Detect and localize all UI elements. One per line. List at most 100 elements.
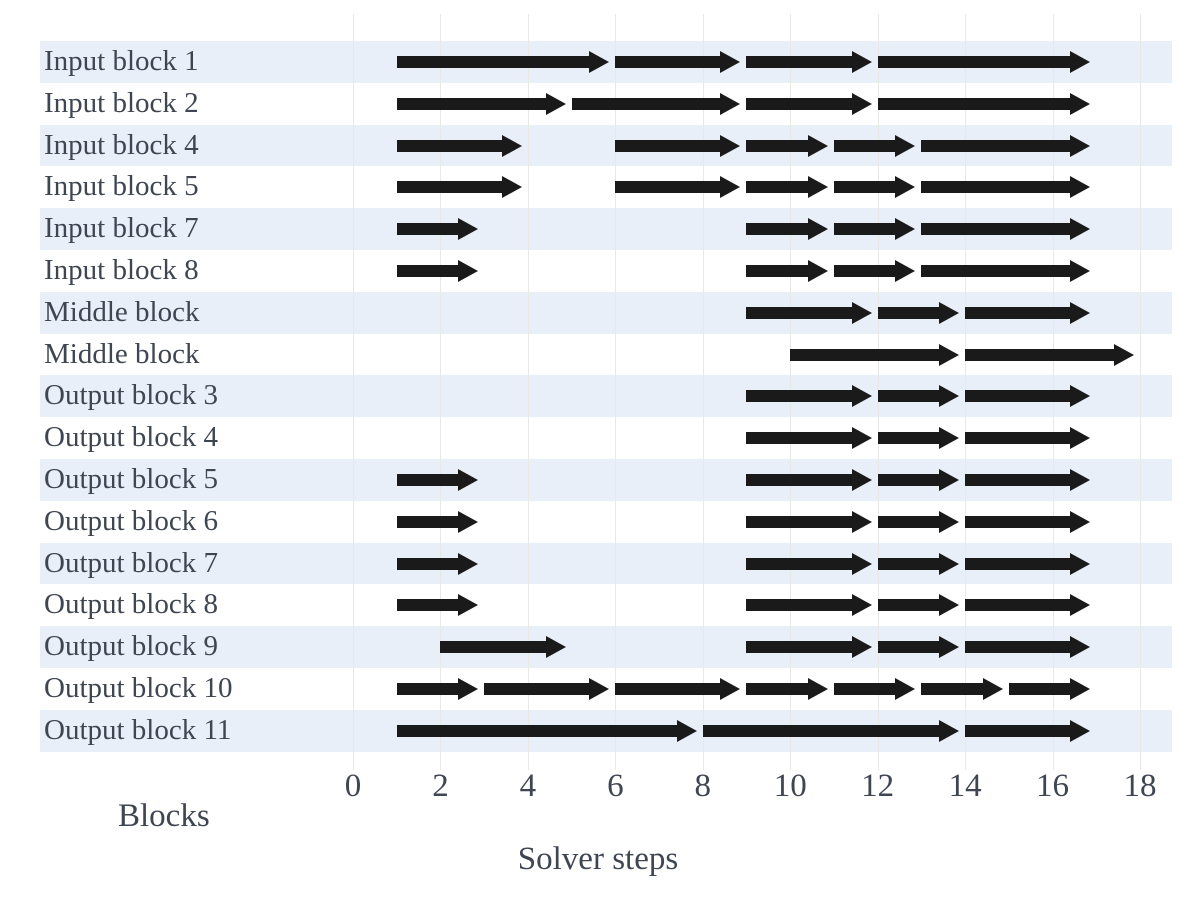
gantt-arrow <box>396 552 479 575</box>
arrow-shaft <box>921 139 1071 152</box>
arrow-shaft <box>965 306 1071 319</box>
arrow-shaft <box>877 306 940 319</box>
gantt-arrow <box>965 636 1091 659</box>
arrow-shaft <box>833 181 896 194</box>
row-label: Output block 7 <box>44 546 218 579</box>
x-tick-label-10: 10 <box>773 768 807 804</box>
gantt-arrow <box>877 468 960 491</box>
arrow-head-icon <box>807 218 828 241</box>
gantt-arrow <box>921 259 1091 282</box>
gantt-arrow <box>965 385 1091 408</box>
row-label: Output block 5 <box>44 463 218 495</box>
arrow-shaft <box>702 724 940 737</box>
x-tick-label-18: 18 <box>1123 768 1157 804</box>
gantt-arrow <box>746 259 828 282</box>
gantt-arrow <box>965 343 1134 366</box>
gantt-arrow <box>746 301 872 324</box>
gantt-arrow <box>484 677 610 700</box>
arrow-head-icon <box>895 677 916 700</box>
gantt-arrow <box>877 510 960 533</box>
gantt-arrow <box>440 636 566 659</box>
arrow-shaft <box>921 223 1071 236</box>
arrow-shaft <box>396 724 677 737</box>
arrow-shaft <box>396 223 459 236</box>
gantt-arrow <box>396 50 610 73</box>
gantt-arrow <box>615 677 741 700</box>
arrow-head-icon <box>1070 594 1091 617</box>
x-tick-label-14: 14 <box>948 768 982 804</box>
gantt-arrow <box>746 552 872 575</box>
gridline-18 <box>1139 14 1141 770</box>
arrow-head-icon <box>895 176 916 199</box>
x-tick-label-16: 16 <box>1036 768 1070 804</box>
gantt-arrow <box>396 92 566 115</box>
gantt-arrow <box>833 134 916 157</box>
arrow-shaft <box>746 97 852 110</box>
gantt-arrow <box>921 176 1091 199</box>
gantt-arrow <box>833 218 916 241</box>
gantt-arrow <box>877 301 960 324</box>
x-tick-label-0: 0 <box>344 768 362 804</box>
arrow-head-icon <box>720 50 741 73</box>
arrow-shaft <box>1008 682 1071 695</box>
arrow-head-icon <box>1070 427 1091 450</box>
arrow-shaft <box>440 641 546 654</box>
arrow-shaft <box>833 682 896 695</box>
row-label: Output block 8 <box>44 588 218 621</box>
arrow-head-icon <box>589 50 610 73</box>
arrow-head-icon <box>1070 677 1091 700</box>
arrow-shaft <box>396 55 590 68</box>
arrow-shaft <box>396 264 459 277</box>
arrow-head-icon <box>1070 385 1091 408</box>
arrow-head-icon <box>1070 259 1091 282</box>
arrow-shaft <box>877 599 940 612</box>
arrow-shaft <box>877 390 940 403</box>
arrow-shaft <box>746 599 852 612</box>
x-tick-label-6: 6 <box>607 768 624 804</box>
arrow-shaft <box>484 682 590 695</box>
gantt-arrow <box>746 176 828 199</box>
arrow-head-icon <box>807 677 828 700</box>
arrow-head-icon <box>1070 719 1091 742</box>
arrow-shaft <box>746 139 808 152</box>
gantt-arrow <box>833 259 916 282</box>
arrow-head-icon <box>939 343 960 366</box>
arrow-head-icon <box>545 92 566 115</box>
arrow-shaft <box>396 599 459 612</box>
arrow-head-icon <box>939 385 960 408</box>
gridline-8 <box>702 14 704 770</box>
gantt-arrow <box>877 594 960 617</box>
arrow-head-icon <box>895 134 916 157</box>
arrow-shaft <box>877 641 940 654</box>
arrow-shaft <box>571 97 721 110</box>
row-label: Middle block <box>44 337 200 370</box>
y-axis-title: Blocks <box>118 798 210 834</box>
arrow-shaft <box>615 181 721 194</box>
arrow-shaft <box>877 55 1071 68</box>
arrow-head-icon <box>720 134 741 157</box>
gantt-arrow <box>965 510 1091 533</box>
arrow-head-icon <box>458 468 479 491</box>
arrow-shaft <box>746 181 808 194</box>
gantt-arrow <box>746 385 872 408</box>
gantt-arrow <box>965 427 1091 450</box>
gantt-arrow <box>877 385 960 408</box>
arrow-shaft <box>965 473 1071 486</box>
gantt-arrow <box>396 594 479 617</box>
arrow-shaft <box>965 390 1071 403</box>
arrow-shaft <box>396 515 459 528</box>
row-label: Input block 4 <box>44 128 199 161</box>
arrow-shaft <box>396 557 459 570</box>
arrow-head-icon <box>458 218 479 241</box>
x-axis-title: Solver steps <box>517 841 679 877</box>
gantt-arrow <box>396 259 479 282</box>
row-label: Output block 6 <box>44 504 218 537</box>
arrow-head-icon <box>851 301 872 324</box>
row-label: Output block 9 <box>44 630 218 663</box>
gantt-arrow <box>921 677 1003 700</box>
arrow-shaft <box>396 473 459 486</box>
arrow-shaft <box>396 181 502 194</box>
arrow-head-icon <box>807 134 828 157</box>
